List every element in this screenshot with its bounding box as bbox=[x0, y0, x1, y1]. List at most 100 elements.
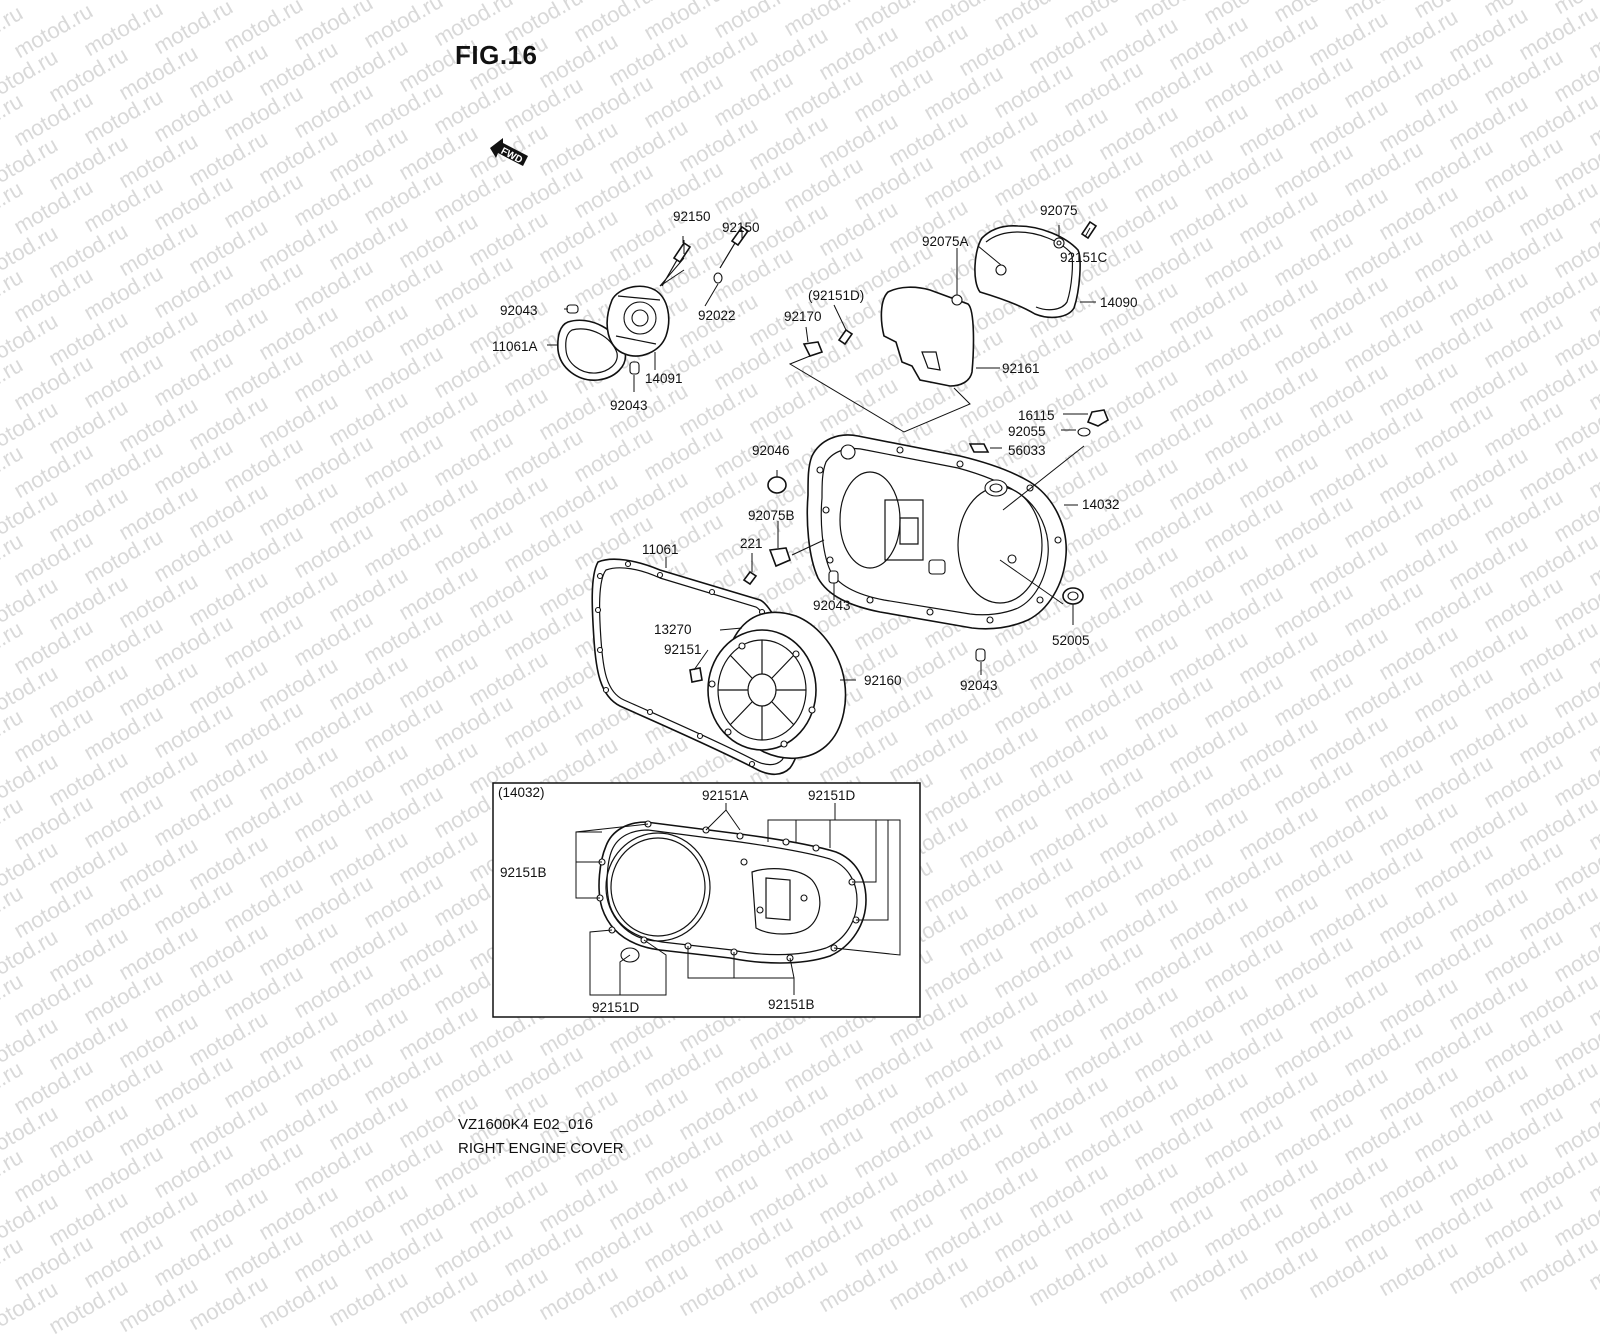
callout-56033: 56033 bbox=[1008, 443, 1046, 458]
dowel-92043-bottom bbox=[629, 361, 640, 375]
watermark-text: motod.ru bbox=[1514, 1232, 1600, 1298]
watermark-text: motod.ru bbox=[1129, 1198, 1218, 1264]
watermark-text: motod.ru bbox=[849, 1206, 938, 1272]
watermark-text: motod.ru bbox=[1304, 1238, 1393, 1304]
bracket-92075B bbox=[768, 547, 791, 568]
watermark-text: motod.ru bbox=[919, 1204, 1008, 1270]
callout-92151: 92151 bbox=[664, 642, 702, 657]
watermark-text: motod.ru bbox=[44, 1274, 133, 1340]
inset-callout-92151B-bottom: 92151B bbox=[768, 997, 815, 1012]
watermark-text: motod.ru bbox=[1374, 1236, 1463, 1302]
callout-11061A: 11061A bbox=[492, 339, 538, 354]
watermark-text: motod.ru bbox=[1024, 1246, 1113, 1312]
watermark-text: motod.ru bbox=[1269, 1194, 1358, 1260]
nut-92075A bbox=[995, 264, 1007, 276]
inset-callout-92151D-bottom: 92151D bbox=[592, 1000, 640, 1015]
clamp-92170 bbox=[802, 341, 824, 357]
watermark-text: motod.ru bbox=[429, 1218, 518, 1284]
bolt-92150-b bbox=[730, 225, 750, 247]
exploded-parts-diagram: FWD bbox=[490, 138, 1138, 1018]
watermark-text: motod.ru bbox=[1199, 1196, 1288, 1262]
inset-callout-92151A: 92151A bbox=[702, 788, 749, 803]
watermark-text: motod.ru bbox=[1059, 1200, 1148, 1266]
inset-callout-92151D-top: 92151D bbox=[808, 788, 856, 803]
watermark-text: motod.ru bbox=[499, 1216, 588, 1282]
leader-lines bbox=[547, 225, 1096, 681]
callout-92160: 92160 bbox=[864, 673, 902, 688]
watermark-text: motod.ru bbox=[114, 1272, 203, 1338]
nut-92075A-b bbox=[951, 294, 963, 306]
watermark-text: motod.ru bbox=[534, 1260, 623, 1326]
cap-92046 bbox=[767, 476, 787, 494]
dowel-92043-mid bbox=[828, 570, 839, 584]
cover-14090 bbox=[974, 225, 1081, 319]
bolt-92150-a bbox=[672, 241, 692, 264]
inset-14032-bolt-layout: (14032) bbox=[492, 782, 921, 1018]
plug-16115 bbox=[1086, 409, 1109, 427]
screw-92151D bbox=[837, 328, 854, 346]
watermark-text: motod.ru bbox=[1234, 1240, 1323, 1306]
callout-92161: 92161 bbox=[1002, 361, 1040, 376]
callout-92150-a: 92150 bbox=[673, 209, 711, 224]
model-code: VZ1600K4 E02_016 bbox=[458, 1116, 594, 1133]
dowel-92043-right bbox=[975, 648, 986, 662]
watermark-text: motod.ru bbox=[0, 1276, 63, 1342]
cover-92160 bbox=[689, 611, 847, 760]
watermark-text: motod.ru bbox=[639, 1212, 728, 1278]
watermark-text: motod.ru bbox=[779, 1208, 868, 1274]
watermark-text: motod.ru bbox=[709, 1210, 798, 1276]
callout-92043-right: 92043 bbox=[960, 678, 998, 693]
watermark-text: motod.ru bbox=[289, 1222, 378, 1288]
watermark-text: motod.ru bbox=[989, 1202, 1078, 1268]
callout-92075B: 92075B bbox=[748, 508, 795, 523]
callout-92043-top: 92043 bbox=[500, 303, 538, 318]
washer-92022 bbox=[713, 272, 723, 284]
watermark-text: motod.ru bbox=[184, 1270, 273, 1336]
watermark-text: motod.ru bbox=[954, 1248, 1043, 1314]
callout-11061: 11061 bbox=[642, 542, 679, 557]
watermark-text: motod.ru bbox=[1164, 1242, 1253, 1308]
callout-92022: 92022 bbox=[698, 308, 736, 323]
watermark-text: motod.ru bbox=[604, 1258, 693, 1324]
callout-14032: 14032 bbox=[1082, 497, 1120, 512]
engine-cover-14032 bbox=[806, 434, 1067, 630]
watermark-text: motod.ru bbox=[149, 1226, 238, 1292]
label-56033 bbox=[968, 443, 990, 453]
watermark-text: motod.ru bbox=[744, 1254, 833, 1320]
callout-52005: 52005 bbox=[1052, 633, 1090, 648]
inset-callout-92151B-left: 92151B bbox=[500, 865, 547, 880]
screw-221 bbox=[742, 570, 758, 586]
watermark-text: motod.ru bbox=[814, 1252, 903, 1318]
dowel-92043-top bbox=[566, 304, 579, 314]
watermark-text: motod.ru bbox=[569, 1214, 658, 1280]
cover-92161 bbox=[880, 286, 975, 387]
forward-arrow-label: FWD bbox=[499, 146, 524, 166]
watermark-text: motod.ru bbox=[79, 1228, 168, 1294]
figure-caption: RIGHT ENGINE COVER bbox=[458, 1140, 624, 1157]
inset-leader-lines bbox=[575, 803, 901, 996]
watermark-text: motod.ru bbox=[219, 1224, 308, 1290]
watermark-text: motod.ru bbox=[464, 1262, 553, 1328]
watermark-text: motod.ru bbox=[1339, 1192, 1428, 1258]
callout-16115: 16115 bbox=[1018, 408, 1055, 423]
watermark-text: motod.ru bbox=[254, 1268, 343, 1334]
watermark-text: motod.ru bbox=[1094, 1244, 1183, 1310]
callout-92075: 92075 bbox=[1040, 203, 1078, 218]
callout-92151C: 92151C bbox=[1060, 250, 1108, 265]
watermark-text: motod.ru bbox=[884, 1250, 973, 1316]
watermark-text: motod.ru bbox=[9, 1230, 98, 1296]
callout-13270: 13270 bbox=[654, 622, 692, 637]
o-ring-92055 bbox=[1077, 427, 1091, 437]
callout-92151D-paren: (92151D) bbox=[808, 288, 864, 303]
watermark-text: motod.ru bbox=[1584, 1230, 1600, 1296]
callout-221: 221 bbox=[740, 536, 763, 551]
cover-14090-assembly bbox=[802, 220, 1098, 387]
watermark-text: motod.ru bbox=[394, 1264, 483, 1330]
inset-title: (14032) bbox=[498, 785, 545, 800]
callout-labels: 92150 92150 92043 92022 11061A 14091 920… bbox=[492, 203, 1138, 693]
callout-92055: 92055 bbox=[1008, 424, 1046, 439]
callout-92046: 92046 bbox=[752, 443, 790, 458]
cover-14091-assembly bbox=[557, 225, 750, 381]
watermark-text: motod.ru bbox=[324, 1266, 413, 1332]
watermark-text: motod.ru bbox=[0, 1232, 28, 1298]
